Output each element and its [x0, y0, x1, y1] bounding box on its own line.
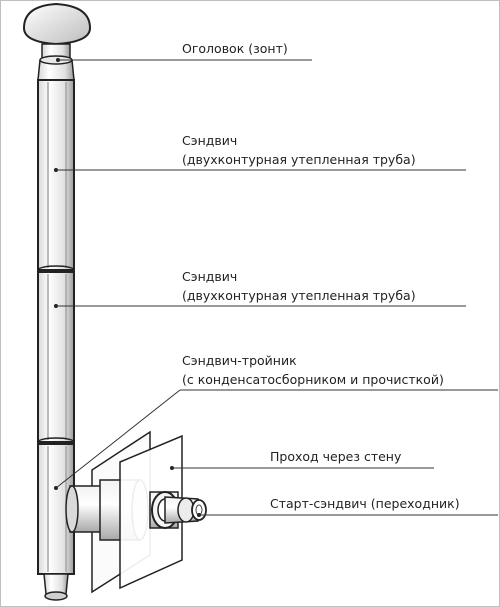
label-wall-pass: Проход через стену: [270, 449, 402, 464]
label-start-sandwich: Старт-сэндвич (переходник): [270, 496, 460, 511]
cap-umbrella: [22, 2, 92, 59]
start-sandwich-adapter: [149, 491, 207, 529]
label-tee-desc: (с конденсатосборником и прочисткой): [182, 372, 444, 387]
leader-cap: [56, 58, 312, 62]
leader-start-sandwich: [197, 513, 498, 517]
label-sandwich-2-title: Сэндвич: [182, 269, 237, 284]
leader-sandwich-1: [54, 168, 466, 172]
label-tee-title: Сэндвич-тройник: [182, 353, 297, 368]
label-sandwich-1-title: Сэндвич: [182, 133, 237, 148]
sandwich-pipe-lower: [37, 271, 75, 447]
leader-wall-pass: [170, 466, 434, 470]
label-sandwich-1-desc: (двухконтурная утепленная труба): [182, 152, 416, 167]
sandwich-pipe-upper: [37, 79, 75, 275]
label-cap: Оголовок (зонт): [182, 41, 288, 56]
label-sandwich-2-desc: (двухконтурная утепленная труба): [182, 288, 416, 303]
leader-tee: [54, 389, 498, 490]
leader-sandwich-2: [54, 304, 466, 308]
